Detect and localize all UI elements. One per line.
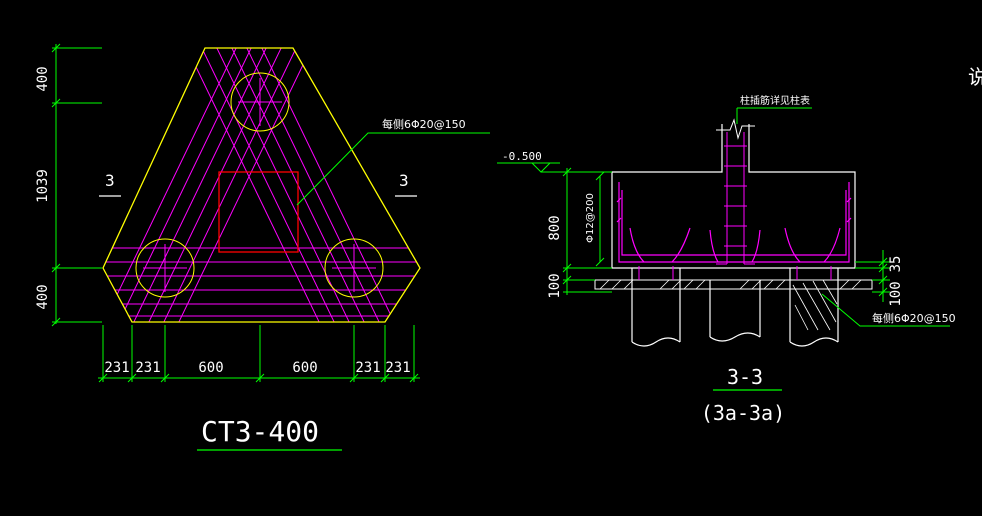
svg-text:每侧6Φ20@150: 每侧6Φ20@150 [872, 311, 956, 325]
sdim-35: 35 [888, 256, 904, 273]
hdim-600-a: 600 [198, 360, 223, 376]
sdim-100-right: 100 [888, 281, 904, 306]
pile-cap-plan: 3 3 每侧6Φ20@150 400 1039 400 [35, 43, 490, 451]
edge-note-text: 说 [968, 65, 982, 89]
column-note: 柱插筋详见柱表 [736, 94, 812, 124]
cap-rebar [616, 182, 852, 263]
sdim-100-left: 100 [547, 273, 563, 298]
column-outline [218, 171, 299, 253]
elevation-mark: -0.500 [497, 150, 612, 173]
vdim-400-bottom: 400 [35, 284, 51, 309]
rebar-mesh [103, 48, 420, 322]
svg-text:柱插筋详见柱表: 柱插筋详见柱表 [740, 94, 810, 107]
svg-text:3: 3 [399, 171, 409, 190]
blinding-layer [594, 279, 873, 290]
section-piles [631, 268, 839, 347]
hdim-231-b: 231 [135, 360, 160, 376]
pile-left [135, 238, 195, 298]
vdim-1039: 1039 [35, 169, 51, 203]
pile-cap-section: 柱插筋详见柱表 -0.500 800 100 Φ12@200 [497, 94, 956, 425]
section-mark-left: 3 [99, 171, 121, 197]
plan-vertical-dimensions [51, 43, 102, 327]
hdim-600-b: 600 [292, 360, 317, 376]
cap-section-outline [611, 124, 856, 269]
pile-right [324, 238, 384, 298]
section-right-dimensions [855, 250, 890, 302]
plan-title: CT3-400 [201, 415, 319, 448]
plan-rebar-callout: 每侧6Φ20@150 [296, 117, 490, 206]
section-rebar-callout: 每侧6Φ20@150 [821, 293, 956, 327]
svg-text:-0.500: -0.500 [502, 150, 542, 163]
section-title: 3-3 [727, 365, 763, 389]
column-rebar [716, 132, 755, 265]
section-subtitle: (3a-3a) [701, 401, 785, 425]
pile-cap-outline [102, 47, 421, 323]
stirrup-label: Φ12@200 [585, 193, 596, 243]
pile-embedment-hatch [792, 279, 838, 331]
pile-rebar [638, 266, 832, 280]
svg-text:3: 3 [105, 171, 115, 190]
pile-top [230, 72, 290, 132]
hdim-231-d: 231 [385, 360, 410, 376]
hdim-231-c: 231 [355, 360, 380, 376]
section-mark-right: 3 [395, 171, 417, 197]
section-left-dimensions [562, 167, 612, 295]
svg-text:每侧6Φ20@150: 每侧6Φ20@150 [382, 117, 466, 131]
sdim-800: 800 [547, 215, 563, 240]
vdim-400-top: 400 [35, 66, 51, 91]
plan-horizontal-dimensions [98, 325, 420, 383]
hdim-231-a: 231 [104, 360, 129, 376]
